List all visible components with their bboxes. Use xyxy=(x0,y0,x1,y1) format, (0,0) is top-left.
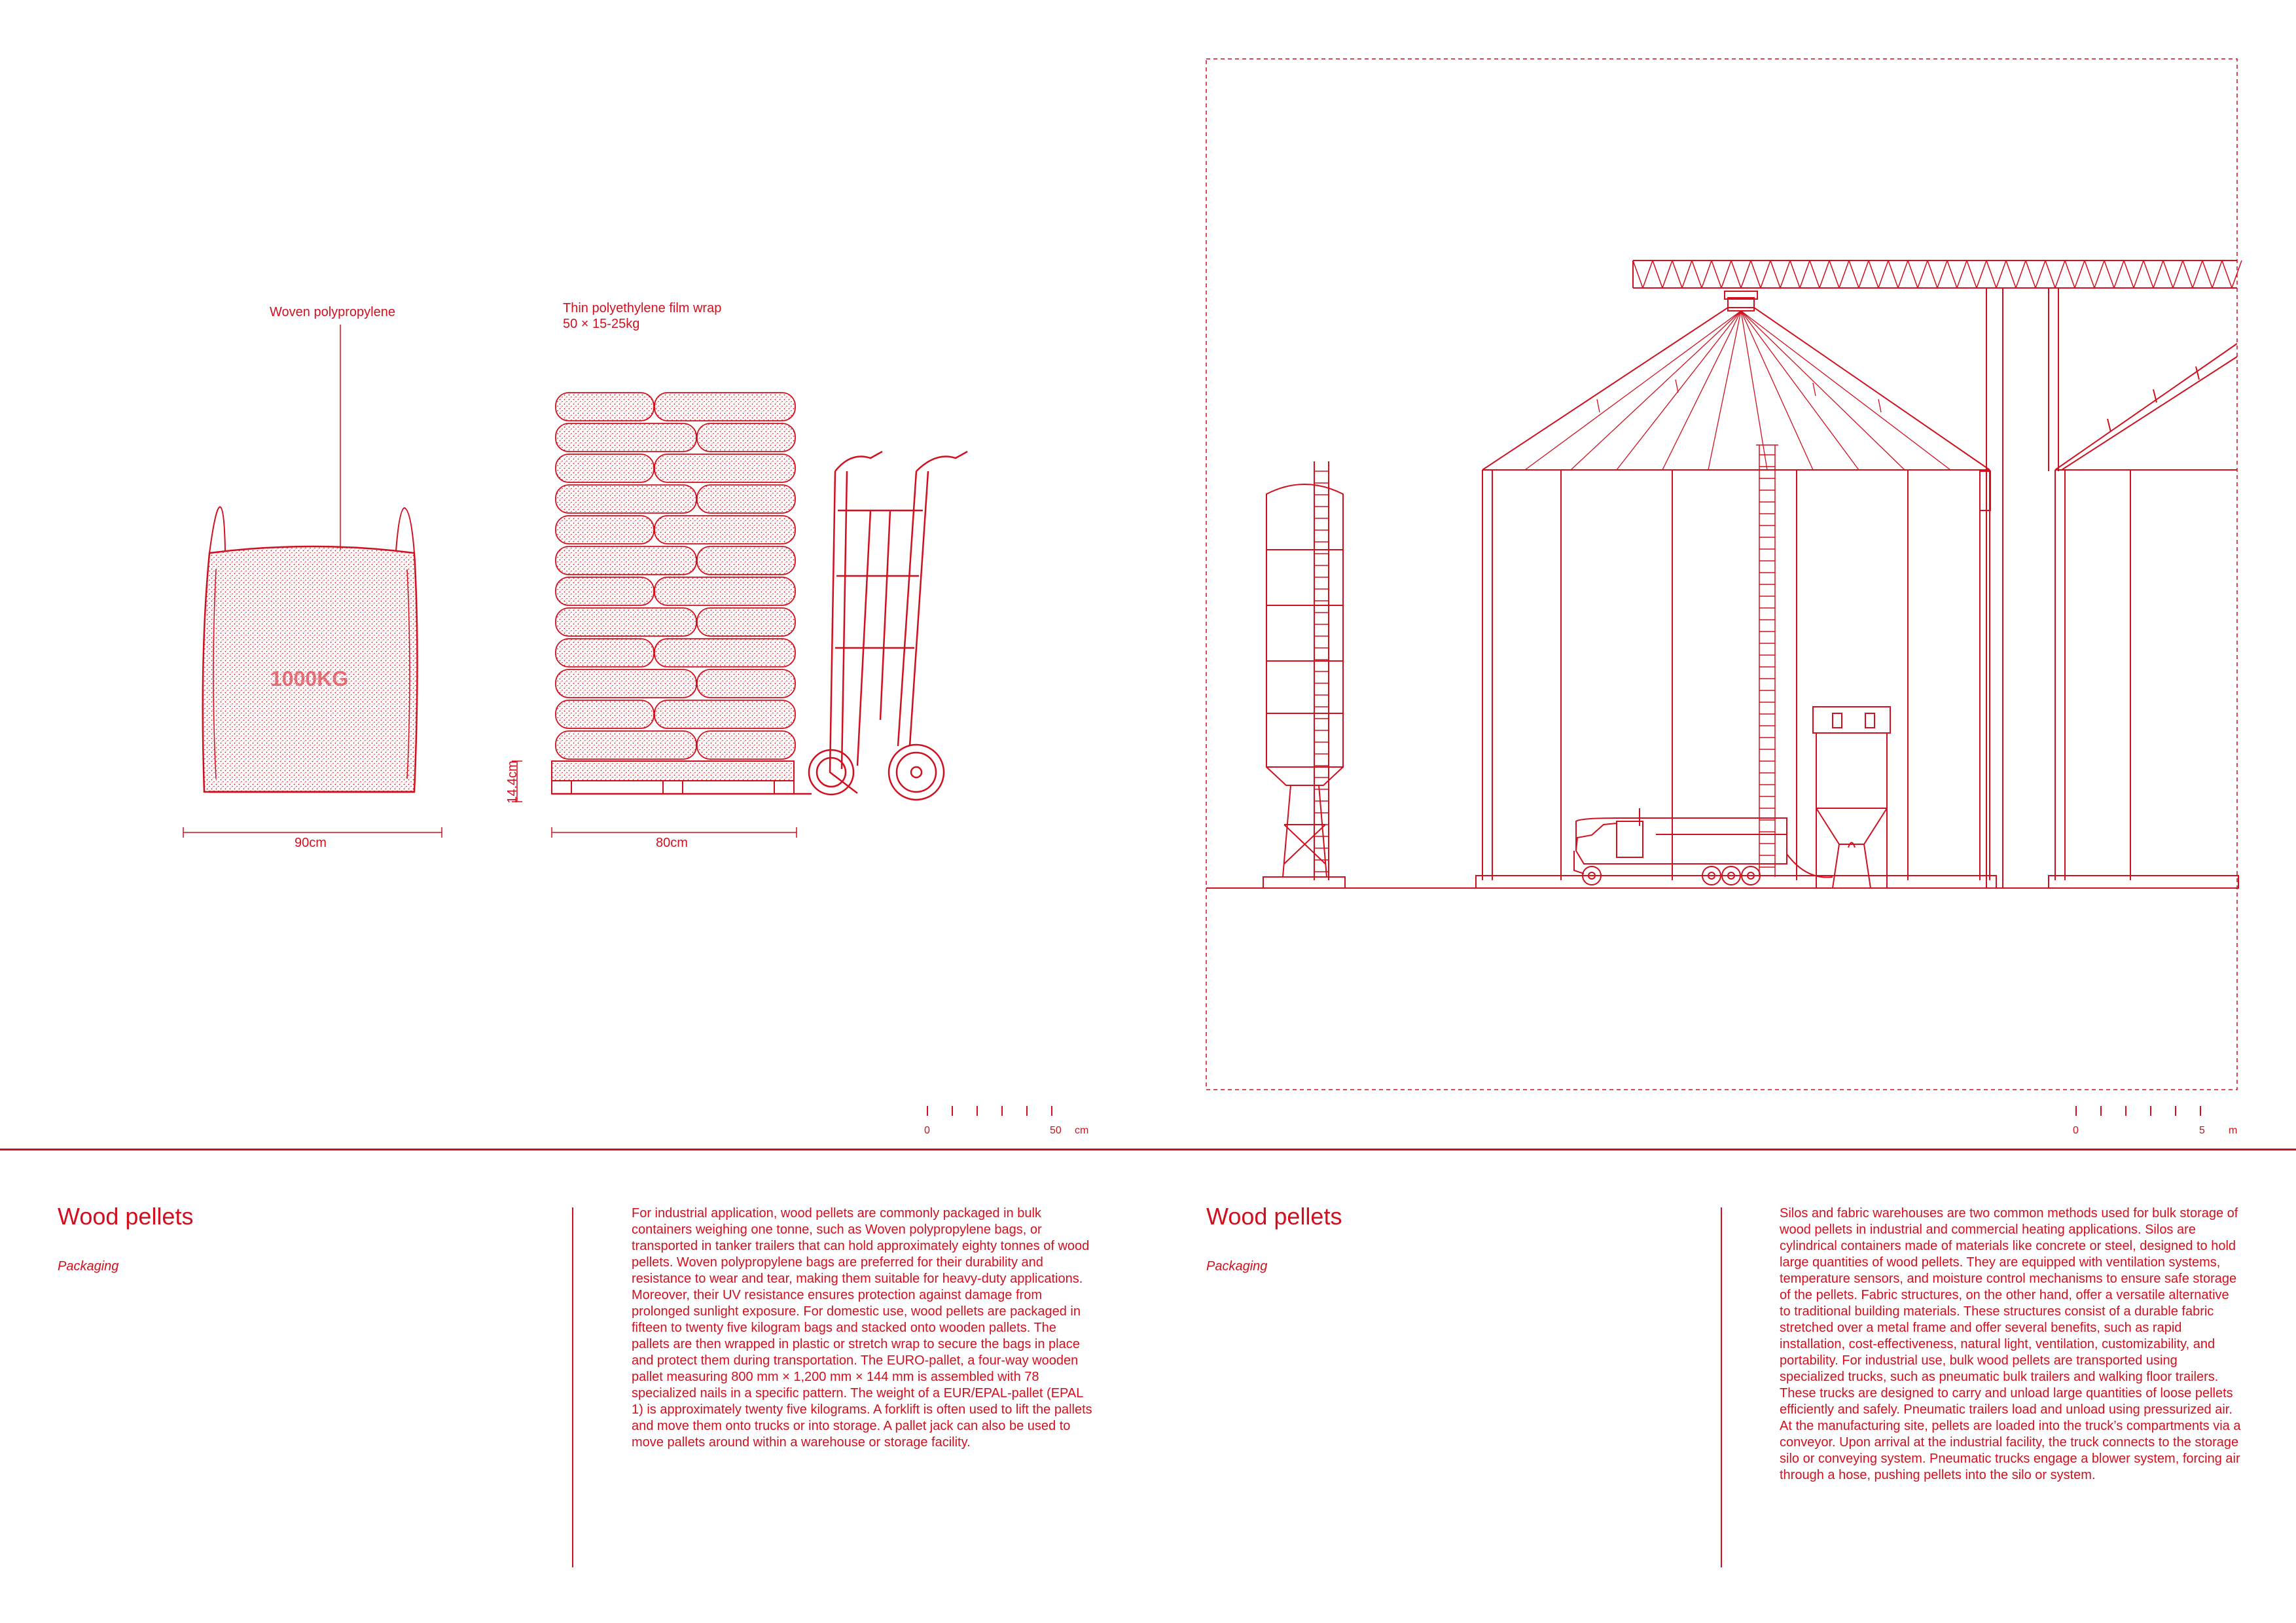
scale-m-end: 5 xyxy=(2199,1125,2205,1136)
panel-1-subtitle: Packaging xyxy=(58,1259,119,1274)
panel-2-body: Silos and fabric warehouses are two comm… xyxy=(1780,1206,2241,1482)
bag-width-dimension: 90cm xyxy=(295,836,327,850)
wrap-label-line2: 50 × 15-25kg xyxy=(563,317,640,331)
hand-truck xyxy=(808,450,968,801)
panel-1-body: For industrial application, wood pellets… xyxy=(632,1206,1092,1450)
blower-unit xyxy=(1812,706,1891,889)
vertical-divider-right xyxy=(1721,1207,1722,1567)
scale-bar-m xyxy=(2075,1106,2201,1116)
pallet-height-dimension: 14.4cm xyxy=(505,760,520,804)
big-silo xyxy=(1475,291,1997,889)
scale-bar-cm xyxy=(927,1106,1052,1116)
dimension-lines xyxy=(183,760,797,838)
scale-cm-end: 50 xyxy=(1050,1125,1062,1136)
small-silo-ladder xyxy=(1314,471,1329,872)
drawing-frame xyxy=(1206,58,2238,1090)
panel-1-title: Wood pellets xyxy=(58,1203,194,1230)
conveyor-truss xyxy=(1632,260,2242,289)
panel-2-subtitle: Packaging xyxy=(1206,1259,1268,1274)
panel-2-title: Wood pellets xyxy=(1206,1203,1342,1230)
horizontal-divider xyxy=(0,1149,2296,1150)
bag-material-label: Woven polypropylene xyxy=(270,305,395,319)
gantry-conveyor xyxy=(1632,260,2237,888)
big-silo-ladder xyxy=(1756,444,1778,877)
second-silo xyxy=(2048,343,2239,889)
pallet-width-dimension: 80cm xyxy=(656,836,688,850)
scale-cm-start: 0 xyxy=(924,1125,930,1136)
scale-m-unit: m xyxy=(2229,1125,2238,1136)
vertical-divider-left xyxy=(572,1207,573,1567)
scale-m-start: 0 xyxy=(2073,1125,2079,1136)
bulk-bag xyxy=(202,325,418,793)
small-silo xyxy=(1263,461,1346,889)
pellet-truck xyxy=(1573,808,1833,885)
scale-cm-unit: cm xyxy=(1075,1125,1089,1136)
wrap-label-line1: Thin polyethylene film wrap xyxy=(563,301,722,315)
bag-weight-text: 1000KG xyxy=(270,667,349,690)
silo-roof-ribs xyxy=(1524,310,1951,471)
pallet-base xyxy=(551,760,812,795)
bag-pallet xyxy=(555,392,796,760)
